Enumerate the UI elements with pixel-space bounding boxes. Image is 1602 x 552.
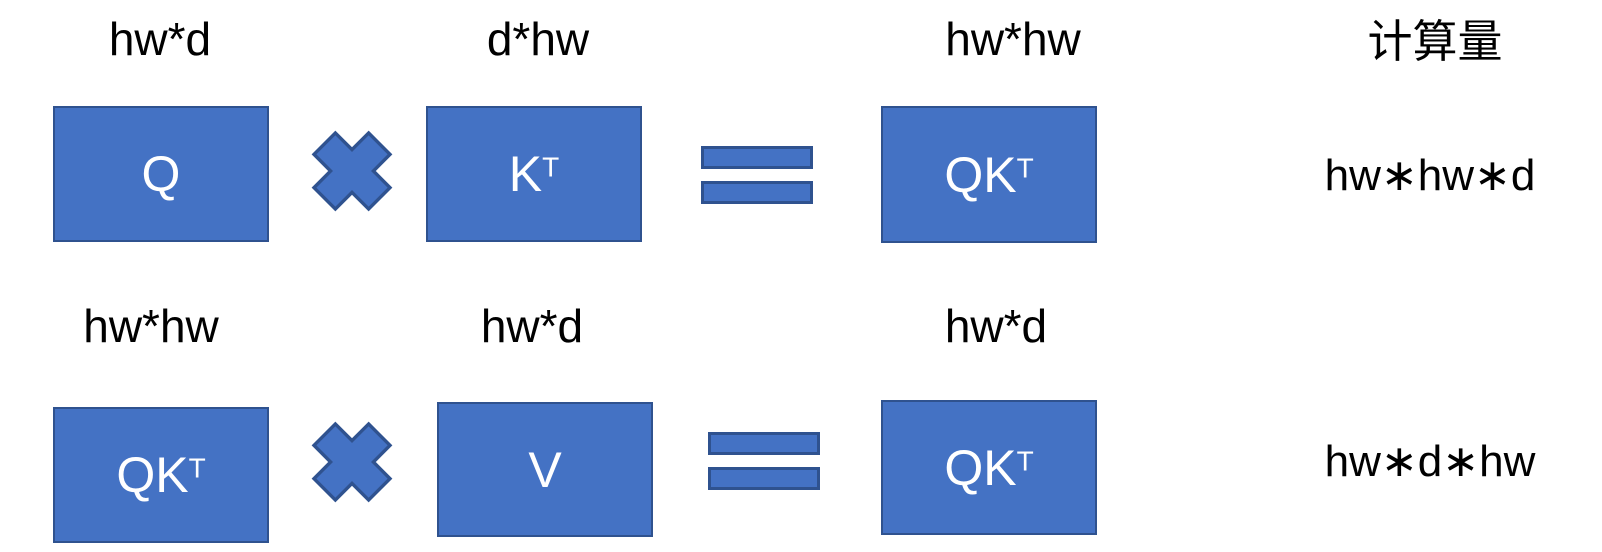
cost-value-row2: hw∗d∗hw (1324, 437, 1536, 486)
equals-bar-bottom (701, 181, 813, 204)
matrix-box-qkt-result2-label: QKT (944, 439, 1034, 496)
dim-label-qkt-result2: hw*d (944, 300, 1048, 352)
matrix-box-qkt-result2: QKT (881, 400, 1097, 535)
dim-label-v: hw*d (480, 300, 584, 352)
dim-label-q: hw*d (108, 13, 212, 65)
matrix-box-qkt-result1: QKT (881, 106, 1097, 243)
equals-icon (708, 432, 820, 490)
matrix-box-qkt2: QKT (53, 407, 269, 543)
equals-bar-bottom (708, 467, 820, 490)
cost-value-row1: hw∗hw∗d (1324, 151, 1536, 200)
multiply-icon (311, 421, 393, 503)
multiply-icon (311, 130, 393, 212)
dim-label-qkt2: hw*hw (83, 300, 219, 352)
matrix-box-kt-label: KT (508, 146, 560, 202)
matrix-box-qkt2-label: QKT (116, 447, 206, 503)
equals-bar-top (701, 146, 813, 169)
matrix-box-q-label: Q (141, 146, 181, 202)
matrix-box-v: V (437, 402, 653, 537)
equals-icon (701, 146, 813, 204)
matrix-box-v-label: V (528, 441, 562, 498)
matrix-box-qkt-result1-label: QKT (944, 146, 1034, 203)
cost-column-header: 计算量 (1367, 16, 1503, 67)
matrix-box-q: Q (53, 106, 269, 242)
dim-label-qkt-result1: hw*hw (945, 13, 1081, 65)
dim-label-kt: d*hw (486, 13, 590, 65)
matrix-box-kt: KT (426, 106, 642, 242)
equals-bar-top (708, 432, 820, 455)
